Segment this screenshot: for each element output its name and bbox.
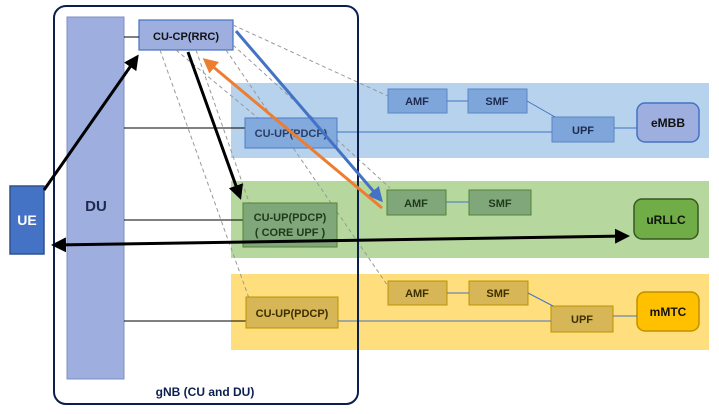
cucp-box [138,19,234,51]
mmtc-cuup-label: CU-UP(PDCP) [256,308,329,320]
mmtc-amf-box [387,280,448,306]
gnb-label: gNB (CU and DU) [156,385,255,399]
ue-to-cucp-arrow [42,54,139,191]
mmtc-upf-label: UPF [571,314,593,326]
gnb-outline [53,5,359,405]
urllc-cuup-label-1: CU-UP(PDCP) [254,212,327,224]
ue-block [9,185,45,255]
mmtc-cuup-box [245,296,339,329]
mmtc-slice-label: mMTC [650,305,687,319]
embb-smf-box [467,88,528,114]
du-block [66,16,125,380]
embb-amf-box [387,88,448,114]
embb-links [337,100,637,133]
embb-slice-box [636,102,700,143]
ue-label: UE [17,212,36,228]
du-label: DU [85,198,107,215]
urllc-smf-label: SMF [488,198,512,210]
embb-upf-label: UPF [572,125,594,137]
embb-slice-label: eMBB [651,116,685,130]
mmtc-links [338,292,637,322]
mmtc-smf-box [468,280,529,306]
mmtc-upf-box [550,305,614,333]
embb-amf-label: AMF [405,96,429,108]
embb-upf-box [551,116,615,143]
cucp-label: CU-CP(RRC) [153,31,219,43]
cucp-to-urllc-amf-arrow [234,30,383,203]
urllc-slice-label: uRLLC [646,213,686,227]
urllc-slice-box [633,198,699,240]
urllc-amf-box [386,189,447,216]
urllc-userplane-arrow [51,228,630,253]
mmtc-amf-label: AMF [405,288,429,300]
urllc-smf-box [468,189,532,216]
embb-cuup-label: CU-UP(PDCP) [255,128,328,140]
urllc-amf-to-cucp-arrow [202,58,383,210]
cucp-to-urllc-cuup-arrow [186,51,244,200]
urllc-amf-label: AMF [404,198,428,210]
mmtc-slice-box [636,291,700,332]
mmtc-smf-label: SMF [486,288,510,300]
embb-smf-label: SMF [485,96,509,108]
urllc-cuup-label-2: ( CORE UPF ) [255,227,326,239]
